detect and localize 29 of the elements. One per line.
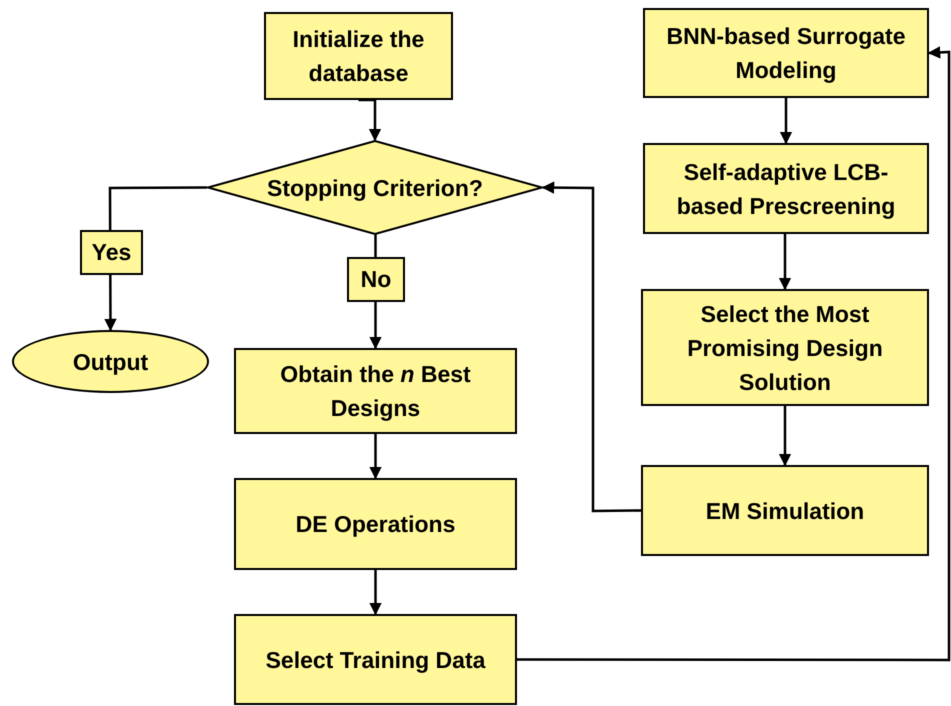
arrow bbox=[780, 98, 792, 144]
arrow bbox=[542, 181, 642, 512]
node-label: Initialize the database bbox=[292, 25, 426, 88]
process-box bbox=[643, 8, 929, 98]
process-box bbox=[643, 143, 929, 234]
arrow bbox=[517, 46, 950, 662]
arrow bbox=[778, 406, 792, 466]
node-label: BNN-based Surrogate Modeling bbox=[666, 22, 906, 85]
arrow bbox=[778, 232, 792, 290]
process-box bbox=[234, 478, 517, 570]
edge-label: Yes bbox=[80, 230, 143, 275]
node-label: EM Simulation bbox=[706, 496, 864, 526]
decision-diamond bbox=[207, 140, 543, 235]
process-box bbox=[641, 465, 929, 556]
process-box bbox=[234, 614, 517, 705]
node-label: Select the Most Promising Design Solution bbox=[686, 300, 884, 396]
process-box bbox=[234, 348, 517, 434]
node-label: Output bbox=[72, 348, 148, 377]
node-label: Select Training Data bbox=[266, 646, 486, 675]
node-label: Stopping Criterion? bbox=[267, 174, 483, 203]
node-label: Obtain the n Best Designs bbox=[279, 360, 472, 423]
arrow bbox=[358, 98, 382, 142]
arrow bbox=[369, 434, 382, 480]
arrow bbox=[369, 570, 382, 616]
node-label: DE Operations bbox=[296, 510, 456, 539]
process-box bbox=[641, 289, 929, 406]
edge-label: No bbox=[347, 257, 405, 302]
process-box bbox=[264, 12, 453, 100]
node-label: Self-adaptive LCB-based Prescreening bbox=[676, 158, 896, 221]
